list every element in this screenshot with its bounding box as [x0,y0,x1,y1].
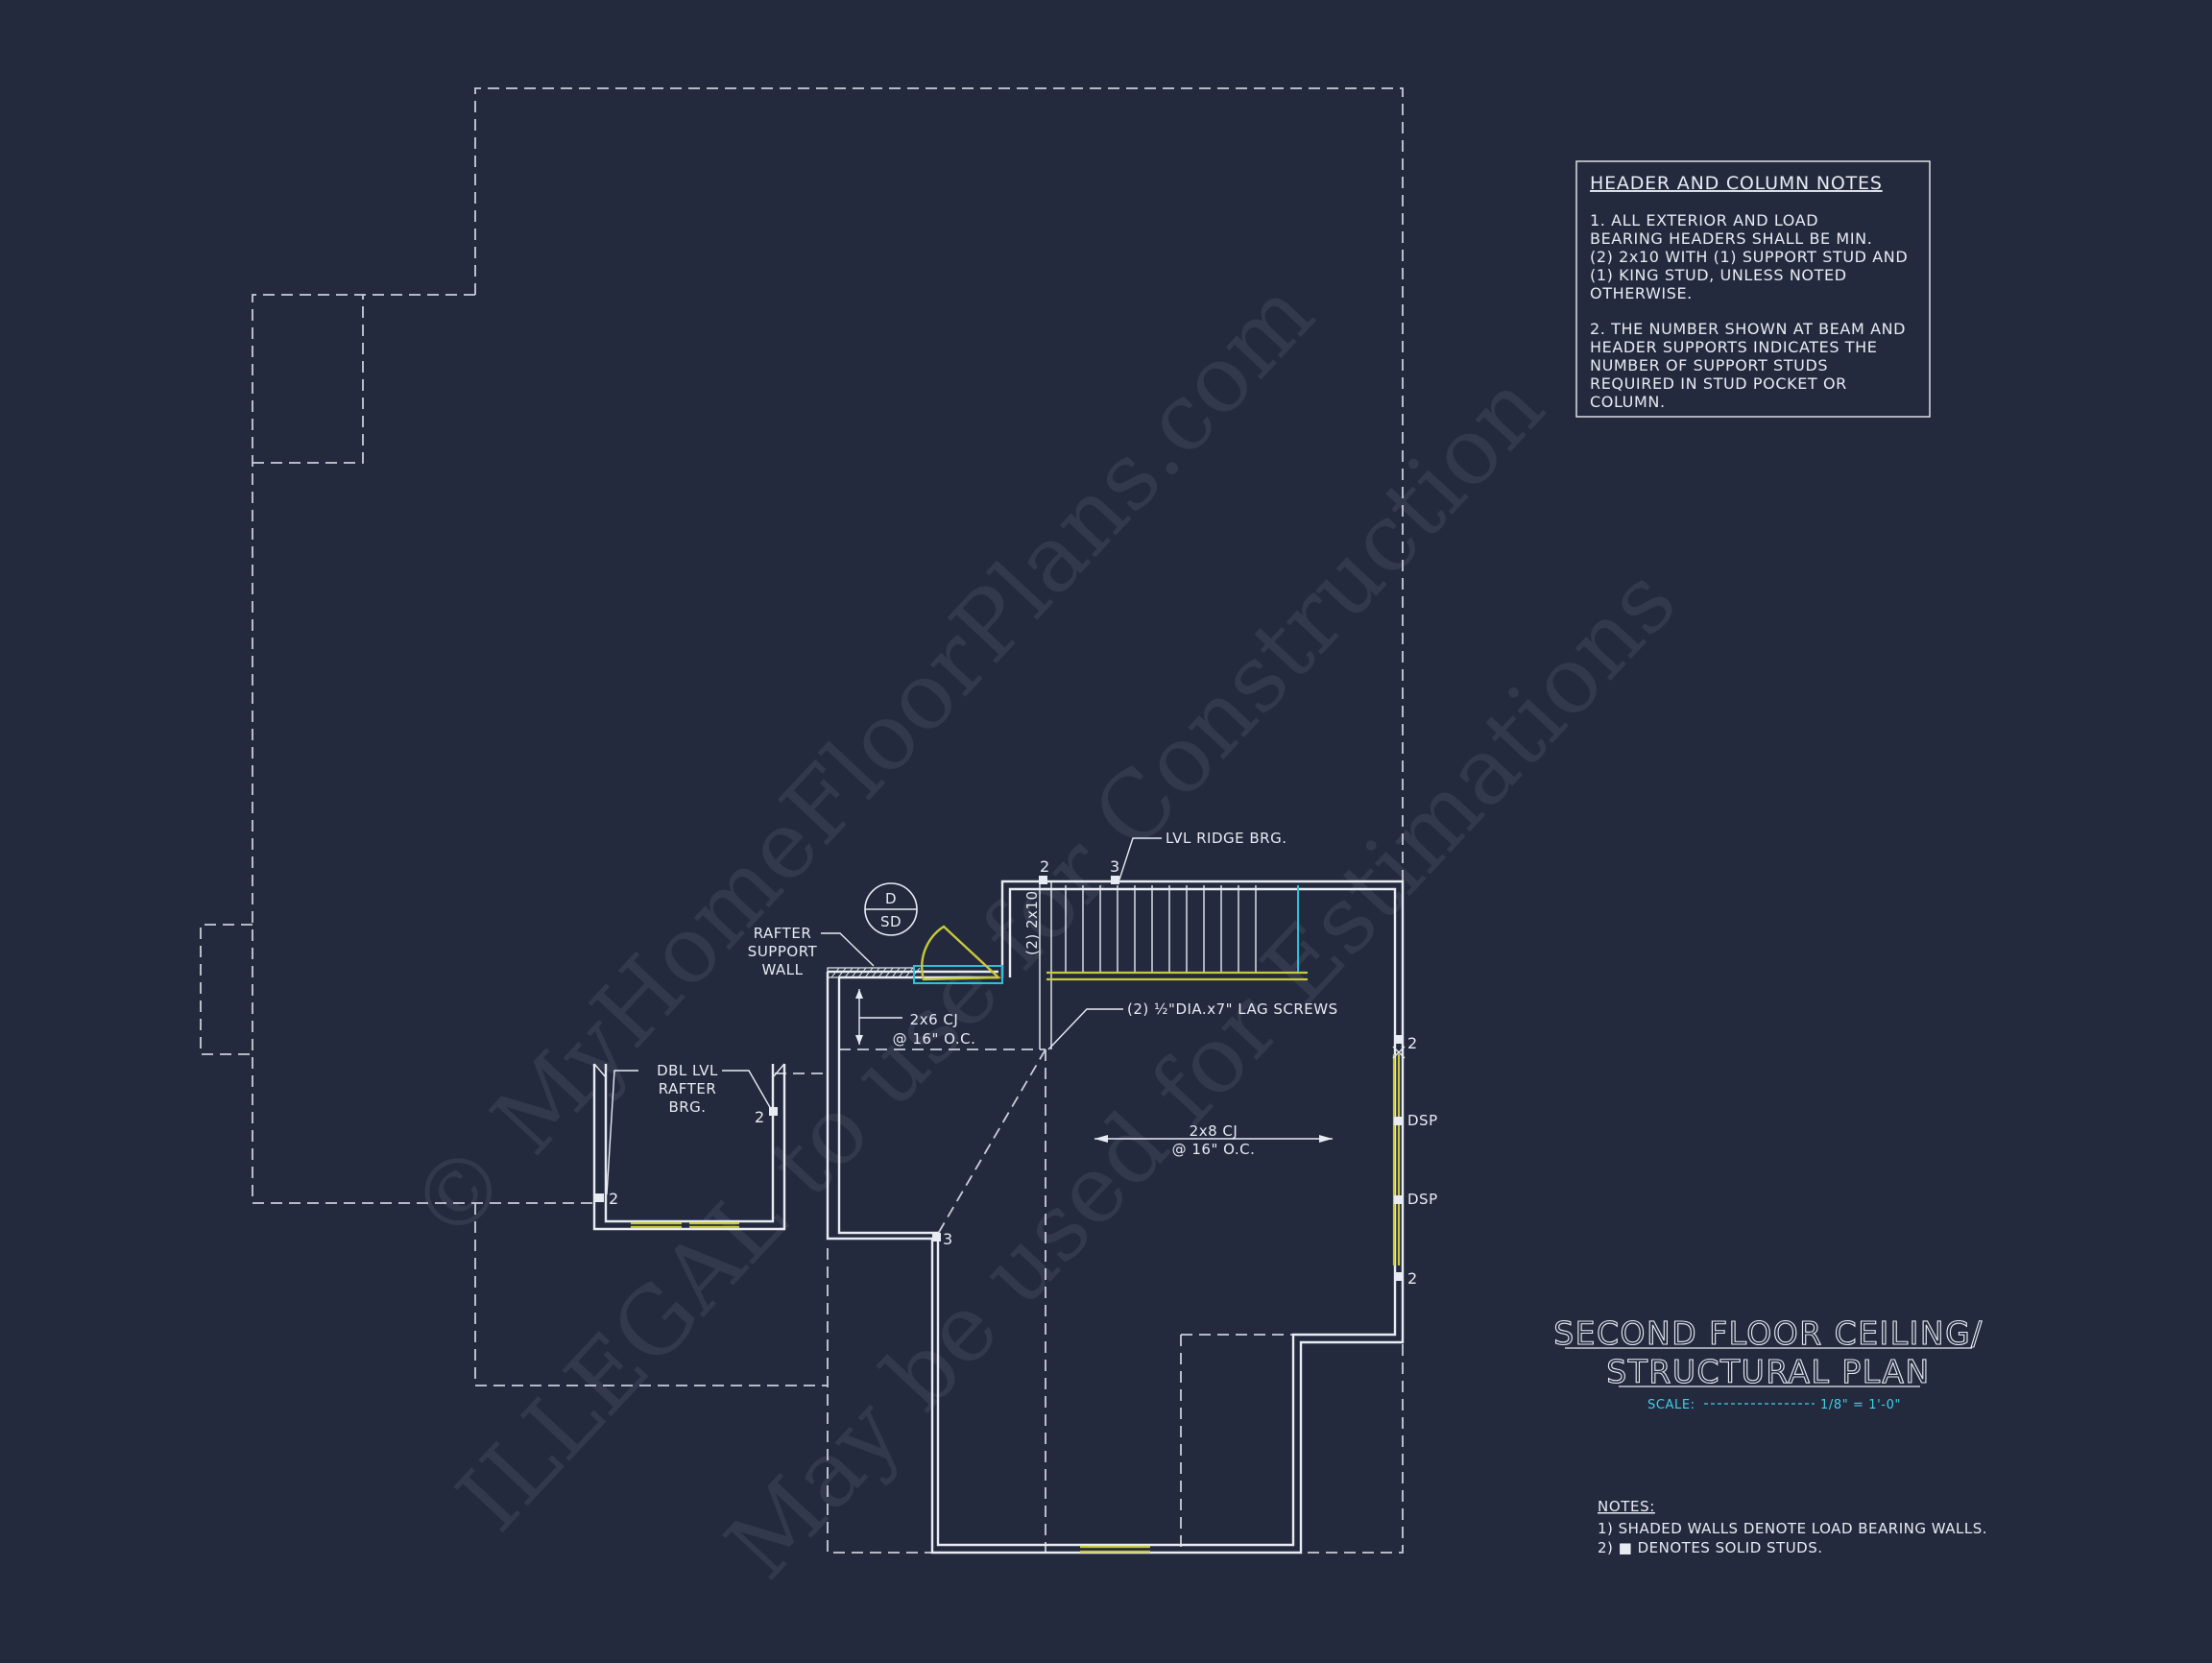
note1-line: BEARING HEADERS SHALL BE MIN. [1590,229,1872,248]
plan-labels: LVL RIDGE BRG. (2) 2x10 RAFTER SUPPORT W… [657,830,1438,1208]
note2-line: NUMBER OF SUPPORT STUDS [1590,356,1828,374]
hatch-line [844,967,854,978]
stud-count-dbl-lvl-left: 2 [609,1190,618,1208]
stud-marker [1111,876,1119,884]
notes-box-title: HEADER AND COLUMN NOTES [1590,173,1883,194]
rafter-support-label-3: WALL [762,961,804,978]
attic-hatch [913,925,1003,984]
hatch-line [904,967,914,978]
dbl-lvl-label-1: DBL LVL [657,1062,718,1079]
stair [1065,885,1299,972]
stud-marker [932,1233,941,1241]
stud-count-dbl-lvl-right: 2 [755,1108,764,1126]
note2-line: HEADER SUPPORTS INDICATES THE [1590,338,1878,356]
stud-marker [769,1107,778,1116]
smoke-detector-icon: D SD [864,882,918,936]
stud-marker [1394,1195,1403,1204]
note1-line: OTHERWISE. [1590,284,1693,302]
dbl-lvl-label-2: RAFTER [659,1080,717,1097]
stud-counts: 2 3 2 2 2 2 3 [609,857,1417,1288]
dsp-label-lower: DSP [1407,1191,1438,1208]
lag-screws-label: (2) ½"DIA.x7" LAG SCREWS [1127,1000,1338,1018]
footer-note-2: 2) ■ DENOTES SOLID STUDS. [1598,1539,1823,1556]
stud-marker [595,1193,604,1202]
rafter-support-label-1: RAFTER [754,925,812,942]
header-column-notes: HEADER AND COLUMN NOTES 1. ALL EXTERIOR … [1575,160,1931,418]
cj-2x6-label-2: @ 16" O.C. [893,1030,976,1048]
walls [592,880,1405,1555]
footer-notes: NOTES: 1) SHADED WALLS DENOTE LOAD BEARI… [1598,1498,1987,1556]
dashed-outline [200,87,1404,1554]
stud-marker [1039,876,1047,884]
hatch-line [857,967,867,978]
stud-count-right-bottom: 2 [1407,1269,1417,1288]
footer-notes-title: NOTES: [1598,1498,1655,1515]
stud-marker [1394,1035,1403,1044]
footer-note-1: 1) SHADED WALLS DENOTE LOAD BEARING WALL… [1598,1520,1987,1537]
hatch-line [830,967,840,978]
hatch-line [891,967,901,978]
note2-line: REQUIRED IN STUD POCKET OR [1590,374,1847,393]
leaders [606,837,1406,1195]
stud-marker [1394,1117,1403,1125]
header-2x10-label: (2) 2x10 [1023,890,1041,955]
stud-count-ridge-right: 3 [1110,857,1119,876]
hatch-line [871,967,880,978]
stud-count-right-top: 2 [1407,1034,1417,1052]
note1-line: 1. ALL EXTERIOR AND LOAD [1590,211,1818,229]
solid-stud-markers [595,876,1403,1281]
hatch-line [898,967,907,978]
note2-line: 2. THE NUMBER SHOWN AT BEAM AND [1590,320,1906,338]
smoke-detector-top: D [885,890,897,907]
stud-marker [1394,1272,1403,1281]
lvl-ridge-label: LVL RIDGE BRG. [1166,830,1286,847]
plan-title-line-2: STRUCTURAL PLAN [1606,1353,1930,1390]
stud-count-corner: 3 [943,1230,952,1248]
note1-line: (1) KING STUD, UNLESS NOTED [1590,266,1847,284]
dbl-lvl-label-3: BRG. [668,1098,706,1116]
plan-title-line-1: SECOND FLOOR CEILING/ [1553,1314,1984,1352]
note2-line: COLUMN. [1590,393,1666,411]
scale-value: 1/8" = 1'-0" [1820,1398,1901,1412]
plan-title-block: SECOND FLOOR CEILING/ STRUCTURAL PLAN SC… [1553,1314,1984,1412]
rafter-support-label-2: SUPPORT [748,943,818,960]
hatch-line [864,967,874,978]
watermark: © MyHomeFloorPlans.com ILLEGAL to use fo… [389,260,1696,1600]
dsp-label-upper: DSP [1407,1112,1438,1129]
hatch-line [837,967,847,978]
cj-2x8-label-2: @ 16" O.C. [1172,1141,1256,1158]
cj-2x8-label-1: 2x8 CJ [1190,1122,1238,1140]
hatch-line [878,967,887,978]
smoke-detector-bottom: SD [880,913,902,930]
cj-2x6-label-1: 2x6 CJ [910,1011,959,1028]
scale-label: SCALE: [1647,1398,1695,1412]
stud-count-ridge-left: 2 [1040,857,1049,876]
hatch-line [884,967,894,978]
hatch-line [851,967,860,978]
load-bearing-walls [631,971,1401,1554]
note1-line: (2) 2x10 WITH (1) SUPPORT STUD AND [1590,248,1908,266]
